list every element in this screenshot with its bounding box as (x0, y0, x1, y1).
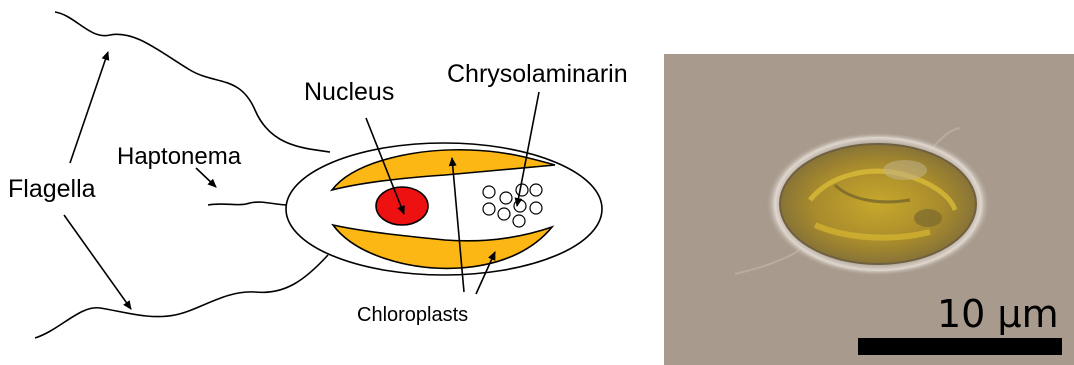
chrysolaminarin-label: Chrysolaminarin (447, 60, 628, 88)
nucleus (376, 187, 428, 225)
flagella-arrow-down (64, 215, 131, 309)
schematic-diagram: Flagella Haptonema Nucleus Chrysolaminar… (8, 12, 628, 338)
vesicle (514, 200, 526, 212)
vesicle (500, 192, 512, 204)
flagella-label: Flagella (8, 175, 96, 203)
vesicle (483, 186, 495, 198)
vesicle (516, 184, 528, 196)
scale-bar-label: 10 µm (937, 292, 1059, 336)
haptonema (208, 202, 288, 205)
lower-flagellum (35, 255, 328, 338)
haptonema-label: Haptonema (117, 143, 242, 170)
vesicle (513, 215, 525, 227)
flagella-arrow-up (70, 52, 108, 163)
vesicle (530, 202, 542, 214)
micrograph: 10 µm (664, 54, 1074, 365)
nucleus-label: Nucleus (304, 78, 394, 106)
vesicle (483, 203, 495, 215)
vesicle (530, 184, 542, 196)
chloroplasts-label: Chloroplasts (357, 304, 468, 326)
vesicle (498, 208, 510, 220)
haptonema-arrow (196, 168, 216, 187)
micrograph-cell (780, 144, 976, 264)
scale-bar (858, 338, 1062, 355)
upper-flagellum (55, 12, 330, 152)
